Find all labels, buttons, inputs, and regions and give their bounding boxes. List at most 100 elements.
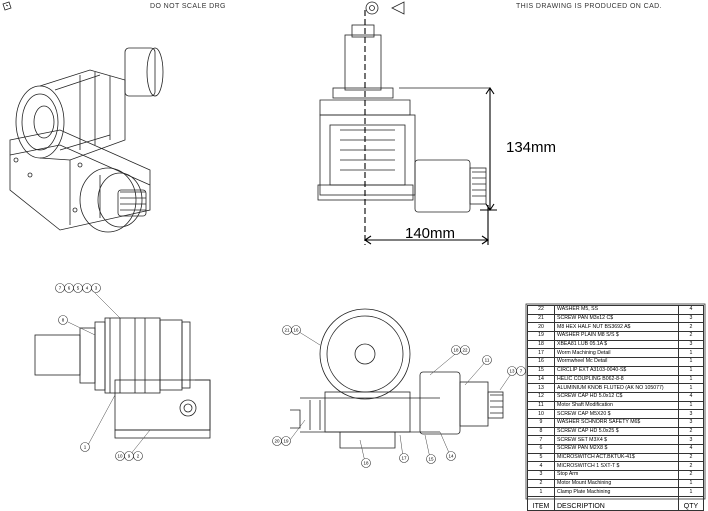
balloon-7b: 7 [520, 369, 523, 374]
bom-qty: 1 [678, 348, 704, 359]
isometric-view [9, 47, 164, 233]
bom-description: Motor Mount Machining [554, 478, 679, 489]
bom-item-number: 19 [527, 331, 555, 341]
note-produced-on-cad: THIS DRAWING IS PRODUCED ON CAD. [516, 3, 662, 10]
drawing-sheet: 7 6 5 4 3 8 1 10 9 2 21 16 18 22 11 [2, 1, 706, 500]
balloon-1: 1 [84, 445, 87, 450]
balloon-3: 3 [95, 286, 98, 291]
bom-item-number: 4 [527, 461, 555, 472]
bom-description: SCREW SET M3X4 $ [554, 435, 679, 445]
bom-qty: 1 [678, 487, 704, 498]
balloon-11: 11 [485, 358, 490, 363]
balloon-18b: 18 [363, 461, 369, 466]
balloon-19: 19 [283, 439, 289, 444]
bom-description: Motor Shaft Modification [554, 400, 679, 411]
bom-description: CIRCLIP EXT A3103-0040-S$ [554, 365, 679, 376]
bom-item-number: 3 [527, 470, 555, 480]
bom-item-number: 20 [527, 322, 555, 333]
bom-qty: 2 [678, 322, 704, 333]
bom-qty: 2 [678, 452, 704, 463]
balloon-4: 4 [86, 286, 89, 291]
bom-description: WASHER SCHNORR SAFETY M6$ [554, 417, 679, 428]
bom-item-number: 7 [527, 435, 555, 445]
bom-qty: 4 [678, 305, 704, 315]
bom-description: Clamp Plate Machining [554, 487, 679, 498]
bom-qty: 3 [678, 435, 704, 445]
balloon-14: 14 [448, 454, 454, 459]
bom-item-number: 1 [527, 487, 555, 498]
balloon-7: 7 [59, 286, 62, 291]
balloon-13: 13 [509, 369, 515, 374]
bom-qty: 4 [678, 391, 704, 402]
side-view [34, 317, 211, 439]
balloon-18: 18 [453, 348, 459, 353]
bom-description: SCREW CAP HD 5.0x25 $ [554, 426, 679, 437]
bom-qty: 1 [678, 357, 704, 367]
bom-qty: 2 [678, 470, 704, 480]
bom-item-number: 14 [527, 374, 555, 385]
balloon-16: 16 [293, 328, 299, 333]
balloon-6: 6 [68, 286, 71, 291]
bom-description: WASHER PLAIN M8 S/S $ [554, 331, 679, 341]
dimension-lines [364, 87, 497, 245]
balloon-group-bottom: 10 9 2 [115, 451, 143, 461]
balloon-group-plan-bottom: 18 17 15 14 [361, 451, 456, 468]
bom-item-number: 2 [527, 478, 555, 489]
bom-description: ALUMINIUM KNOB FLUTED (AK NO 105077) [554, 383, 679, 393]
bom-description: MICROSWITCH ACT.BKTUK-41$ [554, 452, 679, 463]
bom-description: Wormwheel Mc Detail [554, 357, 679, 367]
bom-item-number: 15 [527, 365, 555, 376]
bom-item-number: 9 [527, 417, 555, 428]
balloon-group-plan-right: 18 22 [451, 345, 470, 355]
balloon-17: 17 [401, 456, 407, 461]
balloon-group-plan-top: 21 16 [282, 325, 301, 335]
bom-item-number: 16 [527, 357, 555, 367]
bom-qty: 1 [678, 478, 704, 489]
bom-item-number: 12 [527, 391, 555, 402]
bom-item-number: 13 [527, 383, 555, 393]
bom-qty: 3 [678, 313, 704, 324]
bom-header-item: ITEM [527, 496, 555, 511]
plan-view [290, 308, 504, 449]
note-do-not-scale: DO NOT SCALE DRG [150, 3, 226, 10]
bom-item-number: 22 [527, 305, 555, 315]
bom-description: SCREW PAN M2X8 $ [554, 444, 679, 454]
bom-description: XBEA81 LUB 05.1A $ [554, 339, 679, 350]
bom-item-number: 10 [527, 409, 555, 419]
bom-description: Worm Machining Detail [554, 348, 679, 359]
bom-qty: 1 [678, 374, 704, 385]
balloon-2: 2 [137, 454, 140, 459]
bom-item-number: 21 [527, 313, 555, 324]
bom-description: WASHER M5, SS [554, 305, 679, 315]
balloon-20: 20 [274, 439, 280, 444]
bom-qty: 3 [678, 409, 704, 419]
bom-item-number: 5 [527, 452, 555, 463]
dimension-horizontal-label: 140mm [405, 225, 456, 242]
bom-item-number: 11 [527, 400, 555, 411]
bom-description: Stop Arm [554, 470, 679, 480]
bom-qty: 2 [678, 461, 704, 472]
bom-description: SCREW CAP M5X20 $ [554, 409, 679, 419]
bom-item-number: 18 [527, 339, 555, 350]
